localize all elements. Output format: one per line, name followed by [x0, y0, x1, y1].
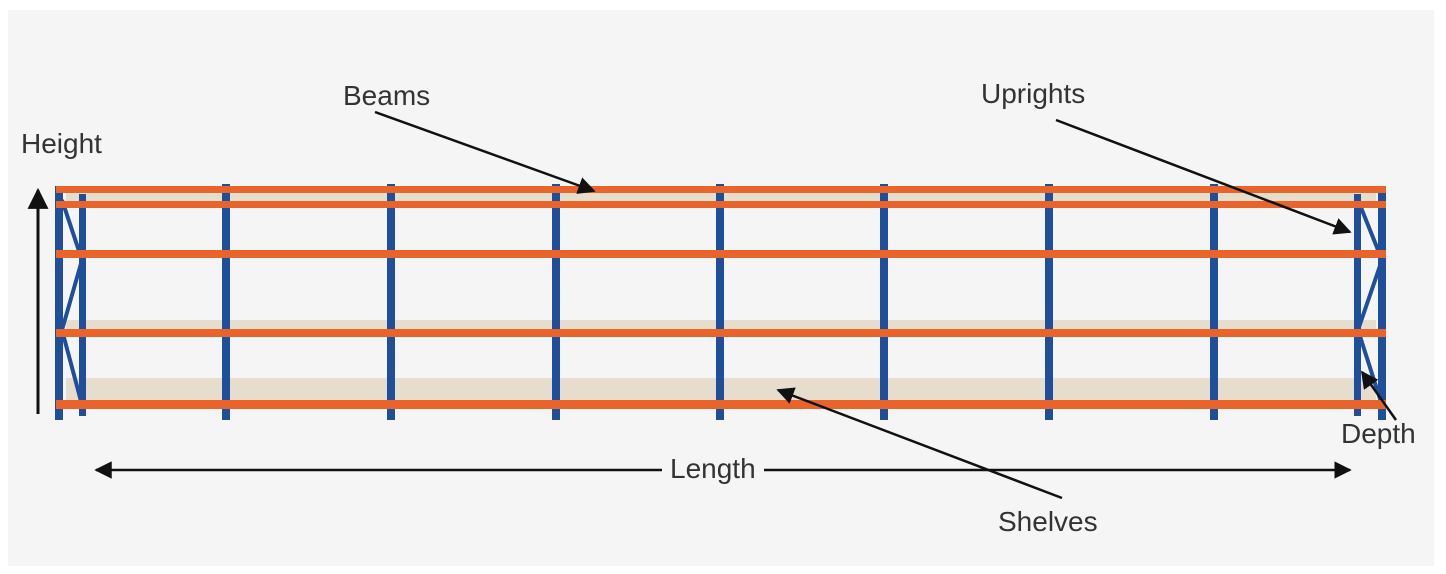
depth-label: Depth: [1341, 418, 1416, 449]
uprights-label: Uprights: [981, 78, 1086, 109]
beam: [56, 329, 1386, 337]
beam: [56, 400, 1386, 409]
upright: [1378, 186, 1386, 420]
upright: [1210, 184, 1218, 420]
uprights-leader-arrow: [1055, 118, 1352, 235]
shelves-label: Shelves: [998, 506, 1098, 537]
upright: [880, 184, 888, 420]
height-label: Height: [21, 128, 102, 159]
upright: [1354, 194, 1361, 416]
beams: [56, 186, 1386, 409]
upright: [1045, 184, 1053, 420]
shelves-leader-arrow: [776, 387, 1063, 500]
upright: [716, 184, 724, 420]
length-label: Length: [662, 455, 764, 483]
upright: [55, 186, 63, 420]
upright: [387, 184, 395, 420]
beams-label: Beams: [343, 80, 431, 111]
uprights: [55, 184, 1386, 420]
upright: [222, 184, 230, 420]
upright: [552, 184, 560, 420]
beam: [56, 201, 1386, 208]
beams-leader-arrow: [374, 110, 596, 194]
brace-left: [60, 329, 84, 406]
beam: [56, 186, 1386, 193]
beam: [56, 250, 1386, 258]
upright: [79, 194, 86, 416]
brace-left: [60, 259, 84, 331]
depth-leader-arrow: [1360, 370, 1398, 421]
